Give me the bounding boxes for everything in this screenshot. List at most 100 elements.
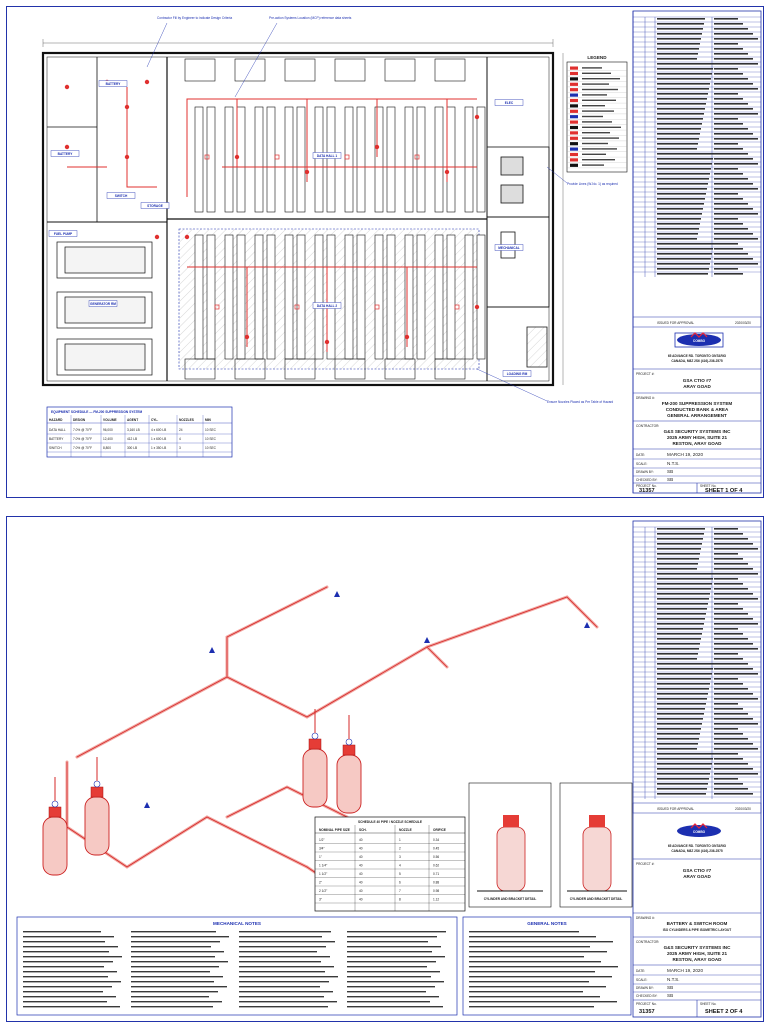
revision-scribble [657, 573, 714, 575]
scale-value-2: N.T.S. [667, 977, 680, 982]
nozzle-marker [124, 154, 130, 160]
date-label-2: DATE: [636, 969, 645, 973]
cylinder-valve [308, 738, 322, 750]
note-text-line [347, 996, 439, 998]
rack-column [194, 234, 204, 360]
legend-text-line [582, 132, 610, 134]
isometric-svg: COMBO 65 ADVANCE RD. TORONTO ONTARIO CAN… [16, 520, 762, 1018]
drawing-sheet-2: COMBO 65 ADVANCE RD. TORONTO ONTARIO CAN… [6, 516, 764, 1022]
nozzle-marker [124, 104, 130, 110]
revision-table-2 [633, 526, 761, 799]
project-value-2: GSA CTIO #7 [683, 868, 712, 873]
revision-scribble [657, 53, 698, 55]
revision-scribble [657, 208, 703, 210]
pipe-table-cell: 40 [359, 838, 363, 842]
revision-scribble [714, 693, 753, 695]
note-text-line [23, 991, 103, 993]
rack-column [464, 106, 474, 213]
revision-scribble [714, 583, 743, 585]
sheet-no-value: SHEET 1 OF 4 [705, 488, 743, 494]
note-text-line [347, 961, 436, 963]
note-text-line [239, 931, 331, 933]
revision-scribble [714, 68, 738, 70]
note-text-line [23, 941, 105, 943]
revision-scribble [657, 693, 708, 695]
legend-text-line [582, 121, 612, 123]
note-text-line [23, 966, 104, 968]
contractor-2-1: G&S SECURITY SYSTEMS INC [664, 945, 731, 950]
revision-scribble [657, 593, 710, 595]
cylinder-body [84, 796, 110, 856]
project-label: PROJECT #: [636, 372, 654, 376]
wall-bay [434, 358, 466, 380]
room-label-box [312, 302, 342, 309]
note-text-line [469, 1006, 594, 1008]
revision-scribble [714, 568, 753, 570]
nozzle-symbol [334, 591, 340, 597]
revision-scribble [714, 588, 748, 590]
pipe-table-cell: 7 [399, 889, 401, 893]
cylinder-body [42, 816, 68, 876]
company-address-1b: 65 ADVANCE RD. TORONTO ONTARIO [668, 844, 727, 848]
callout-text: Ensure Nozzles Placed as Per Table of Ha… [547, 400, 613, 404]
note-text-line [23, 986, 112, 988]
rack-column [266, 106, 276, 213]
revision-scribble [657, 223, 700, 225]
revision-scribble [714, 128, 748, 130]
pipe-table-cell: 1 1/2" [319, 872, 327, 876]
floor-plan-svg: COMBO 65 ADVANCE RD. TORONTO ONTARIO CAN… [41, 10, 762, 494]
revision-scribble [657, 748, 697, 750]
agent-table-cell: 412 LB [127, 437, 137, 441]
revision-scribble [714, 718, 753, 720]
agent-table-cell: 4 [179, 437, 181, 441]
general-notes: GENERAL NOTES [462, 916, 632, 1016]
detector-marker [374, 304, 380, 310]
project-no-value: 31357 [639, 488, 655, 494]
drawing-title-3: GENERAL ARRANGEMENT [667, 413, 727, 418]
room-label-box [88, 300, 118, 307]
revision-scribble [714, 178, 748, 180]
note-text-line [239, 971, 325, 973]
legend-text-line [582, 164, 604, 166]
note-text-line [469, 961, 601, 963]
revision-scribble [657, 113, 704, 115]
note-text-line [131, 986, 227, 988]
legend-text-line [582, 67, 602, 69]
revision-scribble [714, 173, 743, 175]
revision-scribble [714, 578, 738, 580]
note-text-line [347, 956, 445, 958]
contractor-label: CONTRACTOR: [636, 424, 659, 428]
legend-symbol [570, 88, 578, 92]
scale-value: N.T.S. [667, 461, 680, 466]
revision-scribble [714, 243, 738, 245]
revision-label: ISSUED FOR APPROVAL [657, 321, 694, 325]
rack-column [254, 234, 264, 360]
agent-table-cell: 7.0% @ 70°F [73, 437, 92, 441]
revision-scribble [714, 703, 738, 705]
agent-table-header: CYL. [151, 418, 158, 422]
revision-scribble [657, 763, 712, 765]
cylinder-body [336, 754, 362, 814]
revision-scribble [714, 53, 748, 55]
room-label: STORAGE [147, 204, 163, 208]
revision-scribble [657, 623, 704, 625]
agent-schedule-table: EQUIPMENT SCHEDULE — FM-200 SUPPRESSION … [46, 406, 233, 458]
revision-scribble [714, 148, 743, 150]
wall-bay [184, 358, 216, 380]
revision-scribble [657, 198, 705, 200]
revision-scribble [714, 723, 758, 725]
note-text-line [469, 936, 596, 938]
revision-scribble [657, 18, 705, 20]
pipe-table-header: NOZZLE [399, 828, 412, 832]
note-text-line [347, 986, 435, 988]
nozzle-symbol [144, 802, 150, 808]
revision-scribble [657, 633, 702, 635]
revision-label-2: ISSUED FOR APPROVAL [657, 807, 694, 811]
cylinder-body [302, 748, 328, 808]
revision-scribble [657, 648, 699, 650]
room-label-box [502, 370, 532, 377]
note-text-line [239, 981, 329, 983]
detector-marker [204, 154, 210, 160]
checked-value: SB [667, 477, 673, 482]
revision-scribble [657, 258, 711, 260]
